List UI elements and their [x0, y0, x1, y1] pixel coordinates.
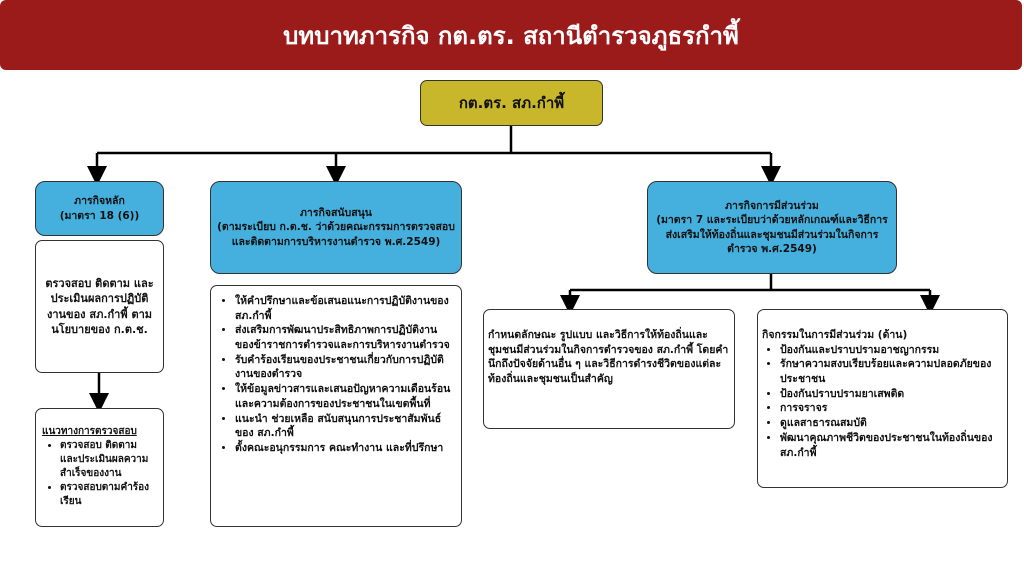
activity-item: พัฒนาคุณภาพชีวิตของประชาชนในท้องถิ่นของ … — [780, 431, 1003, 460]
root-label: กต.ตร. สภ.กำพี้ — [458, 94, 565, 112]
activity-item: ป้องกันและปราบปรามอาชญากรรม — [780, 343, 1003, 358]
support-item: รับคำร้องเรียนของประชาชนเกี่ยวกับการปฏิบ… — [235, 353, 455, 382]
guideline-item: ตรวจสอบตามคำร้องเรียน — [60, 481, 157, 509]
support-item: ให้คำปรึกษาและข้อเสนอแนะการปฏิบัติงานของ… — [235, 294, 455, 323]
main-mission-subtitle: (มาตรา 18 (6)) — [59, 209, 140, 222]
participation-activities-box: กิจกรรมในการมีส่วนร่วม (ด้าน) ป้องกันและ… — [757, 309, 1008, 488]
activity-item: ป้องกันปราบปรามยาเสพติด — [780, 387, 1003, 402]
participation-description: กำหนดลักษณะ รูปแบบ และวิธีการให้ท้องถิ่น… — [488, 329, 729, 386]
participation-mission-subtitle: (มาตรา 7 และระเบียบว่าด้วยหลักเกณฑ์และวิ… — [656, 214, 888, 255]
support-item: ให้ข้อมูลข่าวสารและเสนอปัญหาความเดือนร้อ… — [235, 382, 455, 411]
support-mission-subtitle: (ตามระเบียบ ก.ต.ช. ว่าด้วยคณะกรรมการตรวจ… — [217, 221, 455, 248]
guideline-item: ตรวจสอบ ติดตาม และประเมินผลความสำเร็จของ… — [60, 439, 157, 481]
support-item: ตั้งคณะอนุกรรมการ คณะทำงาน และที่ปรึกษา — [235, 441, 455, 456]
page-title: บทบาทภารกิจ กต.ตร. สถานีตำรวจภูธรกำพี้ — [283, 21, 739, 50]
support-mission-header: ภารกิจสนับสนุน (ตามระเบียบ ก.ต.ช. ว่าด้ว… — [210, 181, 462, 274]
main-mission-header: ภารกิจหลัก (มาตรา 18 (6)) — [35, 181, 164, 236]
main-mission-description-box: ตรวจสอบ ติดตาม และประเมินผลการปฏิบัติงาน… — [35, 240, 164, 373]
page-header: บทบาทภารกิจ กต.ตร. สถานีตำรวจภูธรกำพี้ — [0, 0, 1022, 70]
main-mission-description: ตรวจสอบ ติดตาม และประเมินผลการปฏิบัติงาน… — [45, 276, 154, 336]
activity-item: รักษาความสงบเรียบร้อยและความปลอดภัยของปร… — [780, 357, 1003, 386]
participation-mission-header: ภารกิจการมีส่วนร่วม (มาตรา 7 และระเบียบว… — [647, 181, 897, 274]
activity-item: การจราจร — [780, 401, 1003, 416]
activity-item: ดูแลสาธารณสมบัติ — [780, 416, 1003, 431]
activities-title: กิจกรรมในการมีส่วนร่วม (ด้าน) — [762, 329, 908, 341]
inspection-guideline-box: แนวทางการตรวจสอบ ตรวจสอบ ติดตาม และประเม… — [35, 408, 164, 527]
main-mission-title: ภารกิจหลัก — [74, 195, 125, 208]
support-mission-title: ภารกิจสนับสนุน — [300, 207, 372, 220]
support-item: ส่งเสริมการพัฒนาประสิทธิภาพการปฏิบัติงาน… — [235, 323, 455, 352]
root-node: กต.ตร. สภ.กำพี้ — [420, 80, 603, 126]
support-item: แนะนำ ช่วยเหลือ สนับสนุนการประชาสัมพันธ์… — [235, 412, 455, 441]
participation-mission-title: ภารกิจการมีส่วนร่วม — [725, 200, 819, 213]
guideline-title: แนวทางการตรวจสอบ — [42, 426, 137, 437]
participation-description-box: กำหนดลักษณะ รูปแบบ และวิธีการให้ท้องถิ่น… — [483, 309, 735, 429]
support-mission-box: ให้คำปรึกษาและข้อเสนอแนะการปฏิบัติงานของ… — [210, 285, 462, 527]
